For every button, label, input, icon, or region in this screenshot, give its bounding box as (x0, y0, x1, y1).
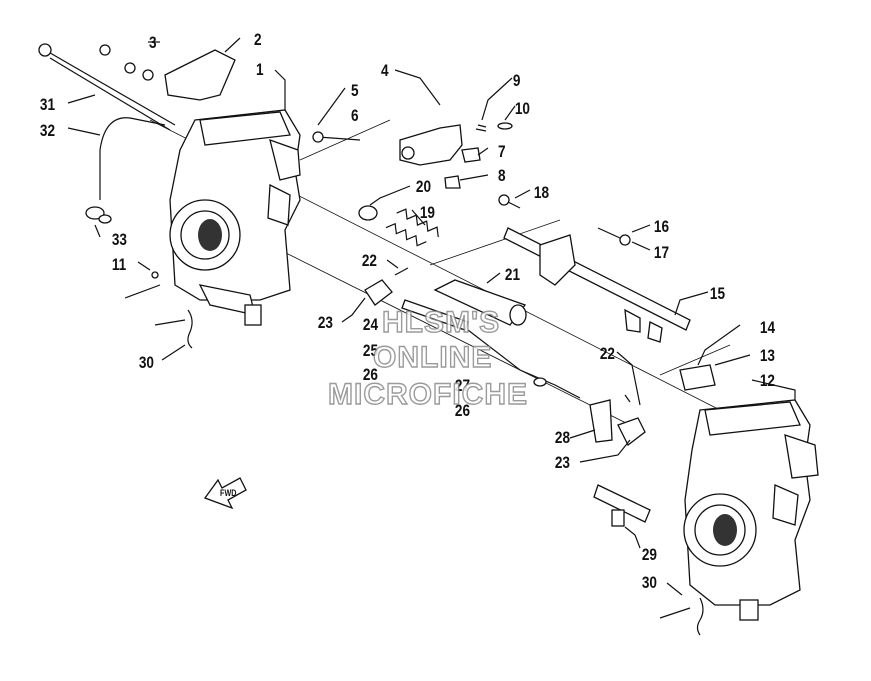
callout-28: 28 (555, 429, 571, 448)
callout-18: 18 (534, 184, 550, 203)
callout-6: 6 (351, 107, 359, 126)
right-carburetor (683, 399, 819, 621)
hose-part-32 (99, 117, 166, 200)
bracket-part-23-right (617, 417, 646, 446)
clamp-part-33 (85, 206, 112, 224)
watermark-line-1: HLSM'S (382, 306, 500, 339)
callout-23-right: 23 (555, 454, 570, 473)
bracket-part-2 (164, 49, 236, 101)
callout-17: 17 (654, 244, 669, 263)
callout-25: 25 (363, 342, 379, 361)
spring-part-30-right (659, 597, 704, 636)
callout-33: 33 (112, 231, 127, 250)
callout-26-upper: 26 (363, 366, 378, 385)
callout-7: 7 (498, 143, 506, 162)
forward-arrow-text: FWD (220, 488, 236, 498)
callout-22-right: 22 (600, 345, 615, 364)
leader-lines (67, 37, 796, 596)
throttle-arm-part-4 (399, 124, 463, 166)
screw-part-11 (124, 271, 161, 299)
callout-13: 13 (760, 347, 775, 366)
callout-32: 32 (40, 122, 55, 141)
tube-part-21 (433, 279, 527, 326)
callout-27: 27 (455, 377, 470, 396)
spring-part-9 (475, 124, 487, 132)
bracket-part-23-left (364, 279, 393, 306)
callout-labels: 3 2 1 31 32 33 11 30 4 5 6 7 8 9 10 18 2… (40, 31, 776, 593)
callout-21: 21 (505, 266, 521, 285)
callout-14: 14 (760, 319, 776, 338)
clip-part-10 (497, 122, 513, 130)
callout-4: 4 (381, 62, 389, 81)
callout-23-left: 23 (318, 314, 333, 333)
callout-30-left: 30 (139, 354, 154, 373)
clip-part-22-right (624, 394, 631, 403)
callout-3: 3 (149, 34, 157, 53)
callout-15: 15 (710, 285, 726, 304)
callout-20: 20 (416, 178, 431, 197)
clip-part-22-left (394, 267, 409, 276)
screw-part-5-6 (312, 131, 361, 143)
callout-10: 10 (515, 100, 530, 119)
bracket-part-28 (589, 399, 613, 443)
callout-24: 24 (363, 316, 379, 335)
throttle-shaft-part-15 (503, 227, 691, 343)
screw-part-16-17 (597, 227, 631, 246)
callout-16: 16 (654, 218, 669, 237)
callout-1: 1 (256, 61, 264, 80)
callout-29: 29 (642, 546, 657, 565)
callout-19: 19 (420, 204, 435, 223)
callout-30-right: 30 (642, 574, 657, 593)
rod-part-24-27 (401, 299, 581, 399)
callout-11: 11 (112, 256, 127, 275)
screw-part-18 (498, 194, 521, 209)
bushing-part-20 (358, 205, 378, 221)
bolt-part-31 (38, 43, 176, 131)
screw-part-7 (461, 147, 481, 163)
callout-12: 12 (760, 372, 775, 391)
screw-part-8 (444, 175, 461, 189)
spring-part-19 (385, 208, 439, 247)
callout-31: 31 (40, 96, 56, 115)
watermark: HLSM'S ONLINE MICROFICHE (327, 305, 528, 411)
callout-9: 9 (513, 72, 521, 91)
spring-part-30-left (154, 309, 193, 349)
watermark-line-2: ONLINE (373, 341, 492, 374)
fitting-part-29 (593, 484, 651, 527)
callout-2: 2 (254, 31, 262, 50)
watermark-line-3: MICROFICHE (328, 378, 528, 411)
bracket-part-13 (679, 364, 716, 391)
callout-22-left: 22 (362, 252, 377, 271)
forward-arrow-icon: FWD (203, 477, 247, 510)
callout-26-lower: 26 (455, 402, 470, 421)
callout-5: 5 (351, 82, 359, 101)
callout-8: 8 (498, 167, 506, 186)
left-carburetor (169, 109, 301, 326)
screws-part-3 (99, 44, 154, 81)
